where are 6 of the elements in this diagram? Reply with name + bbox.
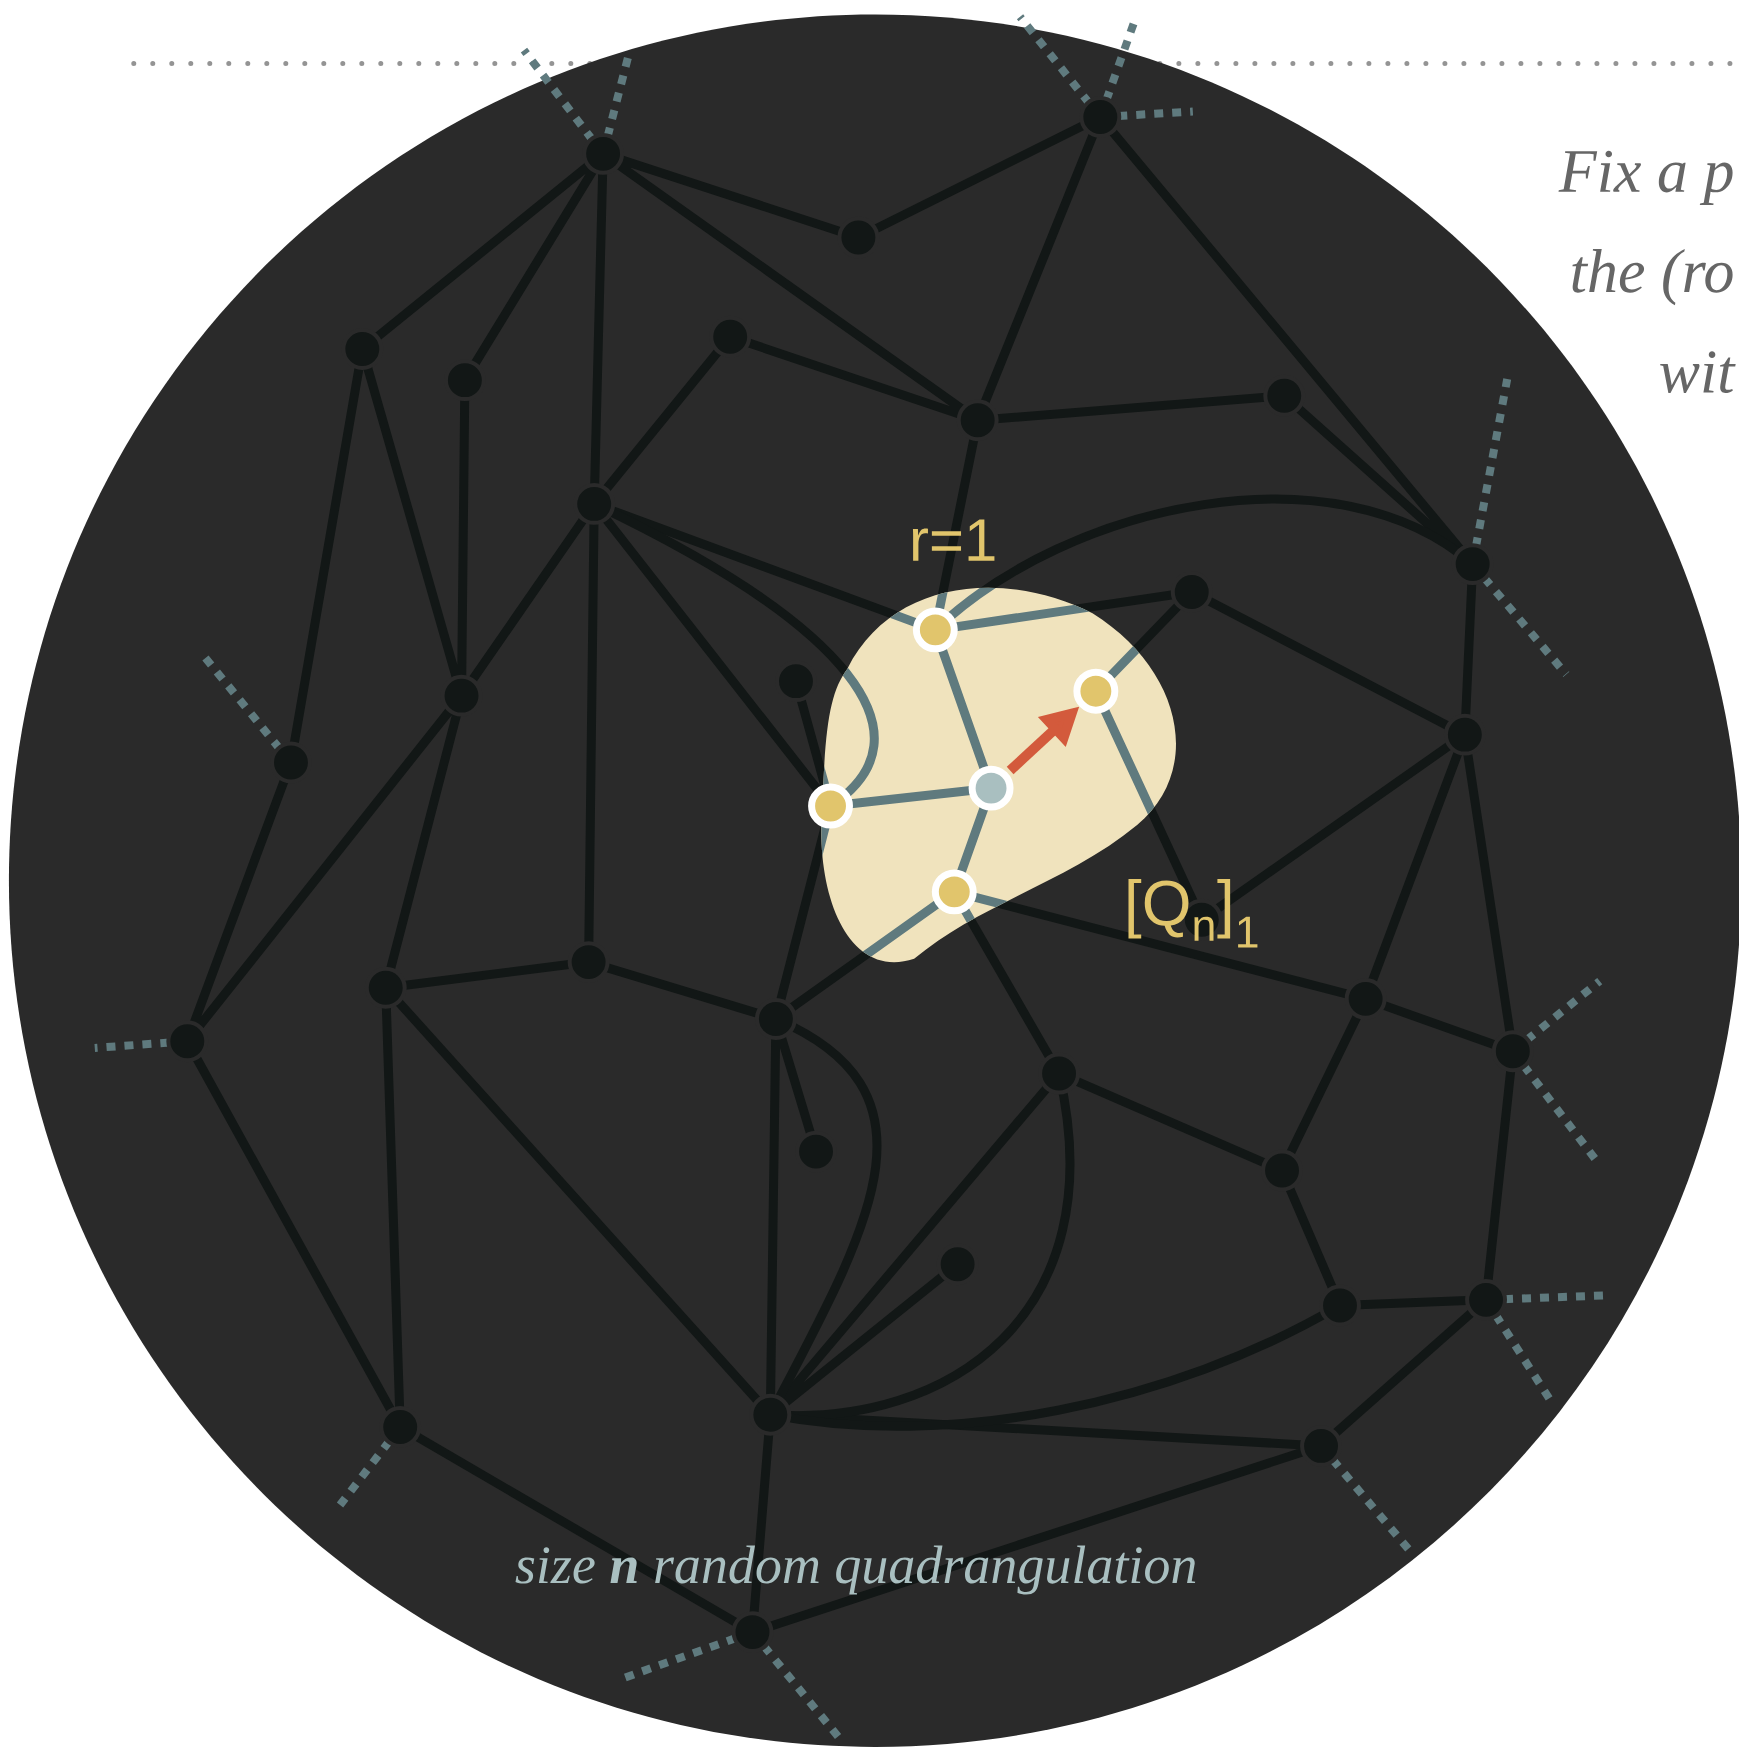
ball-label: [Q$_{n}$]$_{1}$	[1128, 878, 1258, 948]
text-line: Fix a p	[1558, 150, 1733, 205]
text-line: wit	[1660, 351, 1736, 394]
text-line: the (ro	[1572, 249, 1733, 306]
caption-text: size n random quadrangulation	[515, 1545, 1196, 1595]
radius-label: r=1	[912, 519, 995, 561]
